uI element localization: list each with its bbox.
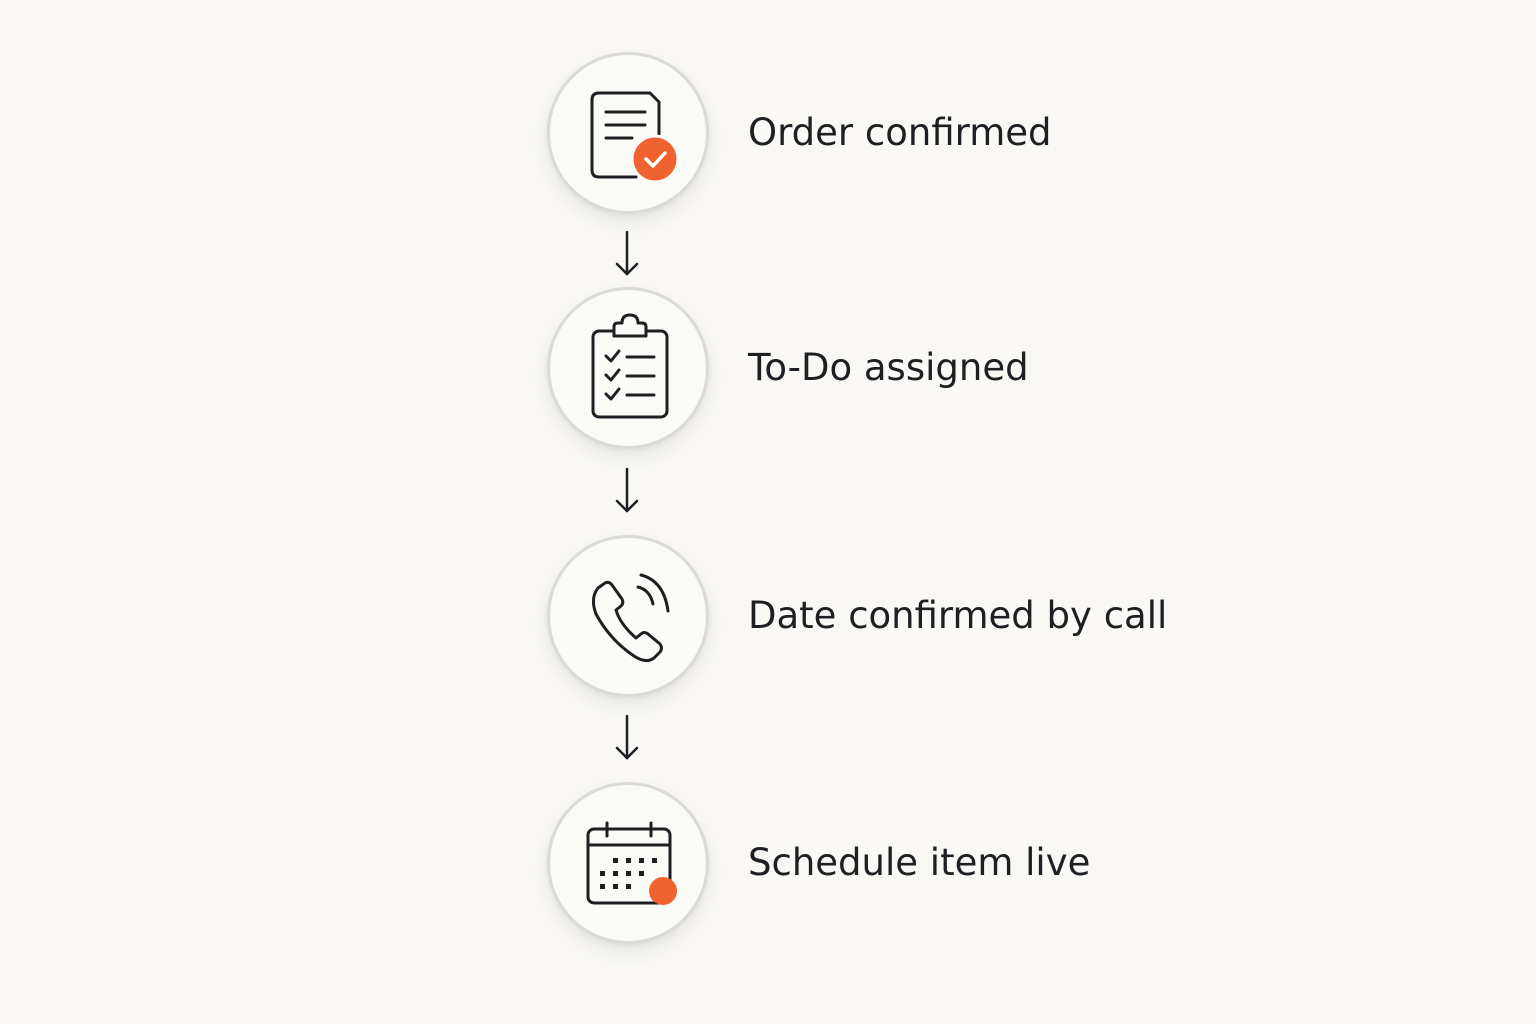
step-schedule-item-live: Schedule item live	[547, 782, 1247, 944]
arrow-down-icon	[615, 467, 639, 513]
arrow-down-icon	[615, 714, 639, 760]
phone-call-icon	[591, 573, 670, 663]
calendar-icon	[586, 821, 677, 905]
step-label: To-Do assigned	[748, 346, 1029, 389]
step-icon-circle	[547, 287, 709, 449]
step-todo-assigned: To-Do assigned	[547, 287, 1247, 449]
step-icon-circle	[547, 52, 709, 214]
step-label: Order confirmed	[748, 111, 1052, 154]
step-label: Date confirmed by call	[748, 594, 1168, 637]
arrow-down-icon	[615, 230, 639, 276]
document-check-icon	[590, 91, 680, 184]
clipboard-checklist-icon	[591, 313, 669, 419]
step-label: Schedule item live	[748, 841, 1091, 884]
step-icon-circle	[547, 782, 709, 944]
step-icon-circle	[547, 535, 709, 697]
step-order-confirmed: Order confirmed	[547, 52, 1247, 214]
step-date-confirmed-by-call: Date confirmed by call	[547, 535, 1247, 697]
